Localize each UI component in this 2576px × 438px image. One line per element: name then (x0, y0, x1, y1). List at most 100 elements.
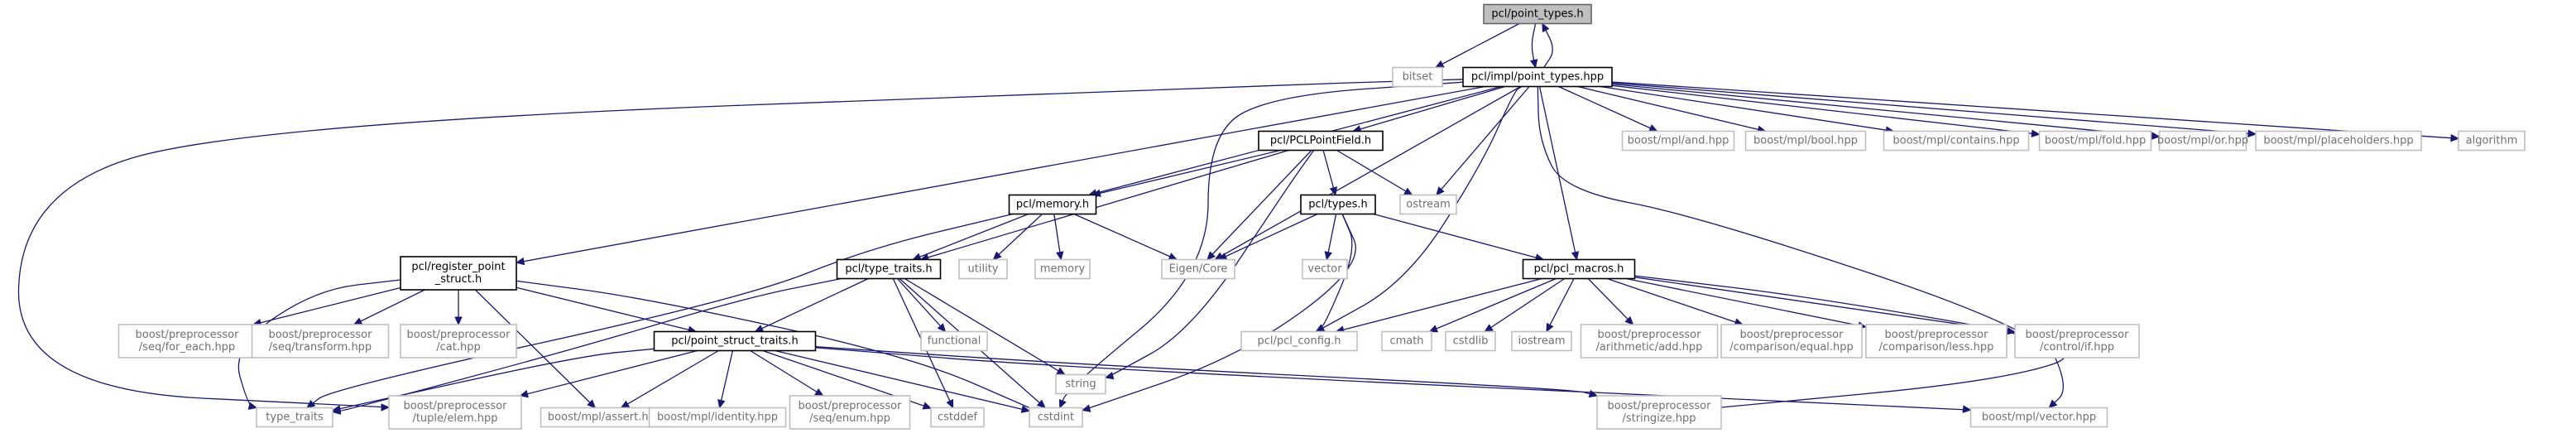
edge-line (474, 289, 596, 408)
edge-pcl_impl_point_types_hpp-to-boost_mpl_or (1611, 83, 2161, 140)
node-boost-mpl-and: boost/mpl/and.hpp (1621, 130, 1735, 152)
edge-pcl_type_traits_h-to-string (904, 277, 1066, 376)
edge-pcl_pcl_macros_h-to-pcl_pcl_config_h (1335, 277, 1542, 334)
edge-line (516, 286, 697, 333)
edge-pcl_register_point_struct_h-to-bp_seq_transform (353, 289, 425, 325)
node-pcl-impl-point-types-hpp[interactable]: pcl/impl/point_types.hpp (1462, 66, 1613, 88)
node-box (789, 395, 911, 430)
node-label: utility (968, 263, 999, 276)
edge-line (920, 149, 1289, 261)
edge-pcl_PCLPointField_h-to-ostream (1336, 149, 1413, 196)
node-label: Eigen/Core (1169, 263, 1228, 276)
node-bp-tuple-elem: boost/preprocessor/tuple/elem.hpp (388, 395, 522, 430)
edge-line (1558, 85, 1657, 132)
node-vector: vector (1302, 258, 1348, 280)
edge-pcl_impl_point_types_hpp-to-pcl_register_point_struct_h (515, 85, 1485, 266)
node-label: functional (928, 335, 981, 348)
edge-line (1634, 275, 2066, 408)
node-iostream: iostream (1511, 330, 1572, 352)
node-bp-comp-less: boost/preprocessor/comparison/less.hpp (1865, 324, 2008, 359)
node-label: pcl/point_types.h (1491, 8, 1583, 21)
edge-pcl_pcl_macros_h-to-cmath (1428, 277, 1557, 333)
node-label: /comparison/equal.hpp (1729, 341, 1854, 354)
edge-pcl_PCLPointField_h-to-pcl_memory_h (1091, 149, 1281, 197)
node-pcl-point-struct-traits-h[interactable]: pcl/point_struct_traits.h (653, 330, 817, 352)
node-label: boost/preprocessor (404, 400, 508, 412)
node-box (653, 330, 817, 352)
node-box (2038, 130, 2152, 152)
edge-line (992, 214, 1043, 260)
edge-arrowhead (1648, 124, 1658, 132)
node-pcl-pcl-macros-h[interactable]: pcl/pcl_macros.h (1522, 258, 1636, 280)
node-pcl-point-types-h[interactable]: pcl/point_types.h (1483, 3, 1592, 25)
edge-pcl_point_struct_traits_h-to-cstdint (775, 349, 1031, 413)
edge-arrowhead (1624, 315, 1634, 325)
edge-arrowhead (1529, 59, 1538, 69)
node-label: iostream (1518, 335, 1565, 348)
node-box (1300, 194, 1376, 215)
edge-arrowhead (2031, 129, 2041, 137)
node-box (1055, 373, 1106, 395)
node-label: /control/if.hpp (2040, 341, 2114, 354)
node-algorithm: algorithm (2458, 130, 2526, 152)
node-box (1302, 258, 1348, 280)
node-pcl-type-traits-h[interactable]: pcl/type_traits.h (836, 258, 942, 280)
node-bp-comp-equal: boost/preprocessor/comparison/equal.hpp (1720, 324, 1863, 359)
node-label: /seq/for_each.hpp (139, 341, 235, 354)
edge-arrowhead (353, 317, 363, 325)
edge-pcl_register_point_struct_h-to-bp_seq_for_each (252, 286, 401, 327)
node-memory: memory (1034, 258, 1091, 280)
edge-arrowhead (1056, 251, 1064, 261)
node-boost-mpl-contains: boost/mpl/contains.hpp (1883, 130, 2030, 152)
edge-arrowhead (1571, 251, 1580, 261)
node-label: /seq/transform.hpp (269, 341, 372, 354)
edge-pcl_pcl_macros_h-to-iostream (1546, 278, 1575, 333)
edge-pcl_memory_h-to-type_traits (305, 213, 1013, 409)
edge-pcl_impl_point_types_hpp-to-pcl_PCLPointField_h (1351, 85, 1506, 133)
node-pcl-register-point-struct-h[interactable]: pcl/register_point_struct.h (400, 256, 517, 291)
edge-arrowhead (1428, 325, 1439, 333)
node-label: algorithm (2466, 135, 2518, 147)
node-boost-mpl-placeholders: boost/mpl/placeholders.hpp (2255, 130, 2422, 152)
edge-line (1336, 149, 1413, 196)
edge-pcl_pcl_macros_h-to-bp_arith_add (1587, 278, 1634, 325)
node-label: /stringize.hpp (1622, 412, 1696, 425)
edge-line (1352, 85, 1506, 132)
node-bp-seq-enum: boost/preprocessor/seq/enum.hpp (789, 395, 911, 430)
edge-line (516, 280, 1033, 410)
edge-pcl_memory_h-to-memory (1053, 214, 1064, 261)
edge-arrowhead (754, 325, 765, 333)
node-label: cstdlib (1453, 335, 1489, 348)
edge-arrowhead (1056, 367, 1066, 376)
edge-arrowhead (922, 402, 933, 410)
node-pcl-memory-h[interactable]: pcl/memory.h (1008, 194, 1097, 215)
edge-arrowhead (1168, 253, 1178, 260)
edge-pcl_point_types_h-to-bitset (1434, 22, 1520, 69)
edge-pcl_impl_point_types_hpp-to-pcl_pcl_macros_h (1538, 86, 1580, 261)
edge-line (1105, 150, 1315, 378)
edge-arrowhead (587, 399, 597, 409)
node-label: boost/preprocessor (136, 329, 240, 341)
node-pcl-types-h[interactable]: pcl/types.h (1300, 194, 1376, 215)
node-label: cstddef (938, 412, 978, 424)
edge-line (332, 277, 842, 413)
edge-line (1429, 277, 1557, 333)
node-label: pcl/pcl_macros.h (1534, 263, 1624, 276)
edge-line (912, 213, 1029, 261)
edge-arrowhead (2450, 133, 2460, 142)
edge-arrowhead (1484, 324, 1494, 333)
edge-arrowhead (814, 387, 824, 397)
node-label: /comparison/less.hpp (1879, 341, 1994, 354)
edge-pcl_point_types_h-to-pcl_impl_point_types_hpp (1529, 23, 1538, 69)
edge-pcl_register_point_struct_h-to-bp_cat (454, 290, 463, 326)
node-label: memory (1040, 263, 1086, 276)
edge-line (1336, 277, 1542, 333)
node-box (958, 258, 1008, 280)
edge-pcl_point_struct_traits_h-to-bp_stringize (815, 345, 1599, 398)
edge-line (815, 345, 1598, 397)
node-label: boost/mpl/placeholders.hpp (2263, 135, 2413, 147)
edge-pcl_types_h-to-vector (1324, 214, 1337, 261)
node-pcl-PCLPointField-h[interactable]: pcl/PCLPointField.h (1258, 130, 1384, 152)
edge-line (621, 349, 719, 409)
